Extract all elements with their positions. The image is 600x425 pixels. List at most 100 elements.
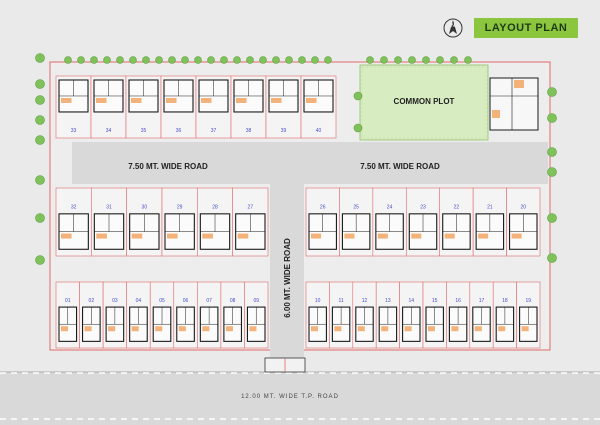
tree-icon	[353, 123, 363, 133]
plot-04: 04	[126, 281, 151, 349]
plot-number: 29	[177, 204, 183, 210]
tree-icon	[103, 56, 111, 64]
plot-number: 08	[230, 298, 236, 304]
plot-28: 28	[197, 187, 233, 257]
plot-number: 11	[338, 298, 343, 304]
plot-number: 01	[65, 298, 71, 304]
plot-17: 17	[469, 281, 494, 349]
plot-number: 13	[385, 298, 391, 304]
road-label-top-right: 7.50 MT. WIDE ROAD	[360, 162, 440, 171]
plot-13: 13	[375, 281, 400, 349]
plot-number: 35	[141, 128, 147, 134]
plot-35: 35	[125, 75, 162, 139]
tree-icon	[436, 56, 444, 64]
tree-icon	[422, 56, 430, 64]
plot-number: 32	[71, 204, 77, 210]
plot-11: 11	[329, 281, 354, 349]
tree-icon	[547, 113, 557, 123]
plot-32: 32	[55, 187, 92, 257]
tree-icon	[366, 56, 374, 64]
tree-icon	[547, 147, 557, 157]
plot-number: 04	[136, 298, 142, 304]
plot-16: 16	[446, 281, 471, 349]
plot-08: 08	[220, 281, 245, 349]
road-label-bottom: 12.00 MT. WIDE T.P. ROAD	[241, 394, 339, 400]
tree-icon	[450, 56, 458, 64]
tree-icon	[64, 56, 72, 64]
road-7-5m	[72, 142, 548, 184]
tree-icon	[272, 56, 280, 64]
road-6m	[270, 184, 304, 362]
plot-number: 23	[420, 204, 426, 210]
road-label-vertical: 6.00 MT. WIDE ROAD	[283, 238, 292, 318]
plot-number: 19	[526, 298, 532, 304]
tree-icon	[35, 255, 45, 265]
tree-icon	[194, 56, 202, 64]
plot-number: 07	[206, 298, 212, 304]
plot-number: 18	[502, 298, 508, 304]
tree-icon	[298, 56, 306, 64]
plot-31: 31	[91, 187, 127, 257]
plot-09: 09	[244, 281, 269, 349]
tree-icon	[259, 56, 267, 64]
common-plot	[359, 64, 489, 141]
tree-icon	[547, 167, 557, 177]
svg-text:N: N	[451, 23, 455, 29]
plot-number: 16	[455, 298, 461, 304]
plot-number: 28	[212, 204, 218, 210]
tree-icon	[35, 79, 45, 89]
plot-number: 36	[176, 128, 182, 134]
tree-icon	[547, 213, 557, 223]
plot-number: 27	[248, 204, 254, 210]
plot-03: 03	[102, 281, 127, 349]
tree-icon	[35, 95, 45, 105]
plot-number: 05	[159, 298, 165, 304]
tree-icon	[408, 56, 416, 64]
tree-icon	[155, 56, 163, 64]
tree-icon	[116, 56, 124, 64]
plot-06: 06	[173, 281, 198, 349]
tree-icon	[35, 115, 45, 125]
plot-number: 12	[362, 298, 368, 304]
plot-34: 34	[90, 75, 127, 139]
plot-18: 18	[492, 281, 517, 349]
tree-icon	[129, 56, 137, 64]
plot-number: 06	[183, 298, 189, 304]
tree-icon	[168, 56, 176, 64]
plot-40: 40	[300, 75, 337, 139]
tree-icon	[311, 56, 319, 64]
plot-10: 10	[305, 281, 330, 349]
plot-01: 01	[55, 281, 80, 349]
layout-plan-title: LAYOUT PLAN	[474, 18, 578, 38]
tp-road-12m	[0, 372, 600, 425]
common-plot-label: COMMON PLOT	[394, 97, 455, 106]
plot-02: 02	[79, 281, 104, 349]
plot-number: 10	[315, 298, 321, 304]
plot-number: 24	[387, 204, 393, 210]
plot-23: 23	[405, 187, 441, 257]
plot-number: 15	[432, 298, 438, 304]
plot-number: 37	[211, 128, 217, 134]
plot-36: 36	[160, 75, 197, 139]
plot-26: 26	[305, 187, 340, 257]
plot-number: 26	[320, 204, 326, 210]
plot-39: 39	[265, 75, 302, 139]
plot-20: 20	[506, 187, 541, 257]
tree-icon	[324, 56, 332, 64]
plot-14: 14	[399, 281, 424, 349]
tree-icon	[181, 56, 189, 64]
tree-icon	[547, 253, 557, 263]
plot-24: 24	[372, 187, 407, 257]
plot-number: 20	[521, 204, 527, 210]
tree-icon	[353, 91, 363, 101]
tree-icon	[35, 213, 45, 223]
tree-icon	[207, 56, 215, 64]
plot-number: 17	[479, 298, 485, 304]
plot-25: 25	[339, 187, 374, 257]
tree-icon	[90, 56, 98, 64]
plot-number: 03	[112, 298, 118, 304]
plot-37: 37	[195, 75, 232, 139]
tree-icon	[35, 175, 45, 185]
tree-icon	[142, 56, 150, 64]
clubhouse-building	[489, 77, 539, 131]
